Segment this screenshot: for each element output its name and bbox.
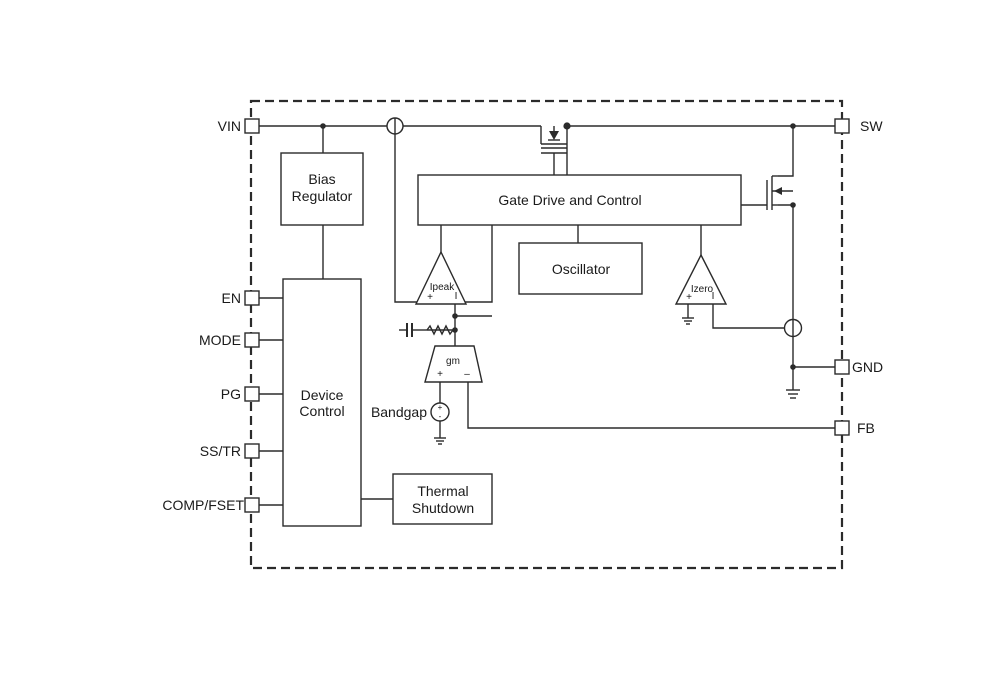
high-side-switch [540,126,567,175]
bandgap-minus: - [439,412,442,421]
junction-dots [320,122,796,370]
ipeak-comparator: Ipeak + I [414,250,468,305]
device-control-block [282,278,362,527]
gate-drive-label: Gate Drive and Control [498,192,641,208]
ground-symbol-gnd [786,389,800,399]
pin-sw-label: SW [860,118,883,134]
compensation-network [399,323,454,337]
izero-plus: + [686,292,692,303]
izero-label: Izero [691,284,714,295]
pin-sw [834,118,850,134]
bias-regulator-label-2: Regulator [292,188,353,204]
ipeak-minus: I [455,291,458,302]
gm-minus: – [464,369,470,380]
wires [259,125,835,506]
low-side-switch [766,175,793,210]
thermal-shutdown-block [392,473,493,525]
pin-pg [244,386,260,402]
bias-regulator-label-1: Bias [308,171,335,187]
pin-ss-tr [244,443,260,459]
pin-gnd [834,359,850,375]
thermal-shutdown-label-1: Thermal [417,483,468,499]
gate-drive-block [417,174,742,226]
pin-pg-label: PG [221,386,241,402]
pin-fb [834,420,850,436]
pin-gnd-label: GND [852,359,883,375]
bandgap-plus: + [438,403,443,412]
ground-symbol-izero [682,317,694,325]
pin-mode-label: MODE [199,332,241,348]
device-control-label-2: Control [299,403,344,419]
ipeak-plus: + [427,292,433,303]
bandgap-label: Bandgap [371,404,427,420]
ground-symbol-bandgap [434,437,446,445]
izero-minus: I [712,291,715,302]
pin-en [244,290,260,306]
pin-fb-label: FB [857,420,875,436]
pin-mode [244,332,260,348]
device-control-label-1: Device [301,387,344,403]
pin-vin [244,118,260,134]
oscillator-label: Oscillator [552,261,611,277]
pin-ss-tr-label: SS/TR [200,443,241,459]
thermal-shutdown-label-2: Shutdown [412,500,474,516]
gm-error-amplifier: gm + – [424,345,483,383]
bandgap-source: + - [430,402,450,422]
pin-en-label: EN [222,290,241,306]
bias-regulator-block [280,152,364,226]
gm-label: gm [446,356,460,367]
ipeak-label: Ipeak [430,282,455,293]
izero-comparator: Izero + I [674,253,728,305]
pin-comp-fset-label: COMP/FSET [162,497,244,513]
oscillator-block [518,242,643,295]
pin-comp-fset [244,497,260,513]
pin-vin-label: VIN [218,118,241,134]
gm-plus: + [437,369,443,380]
